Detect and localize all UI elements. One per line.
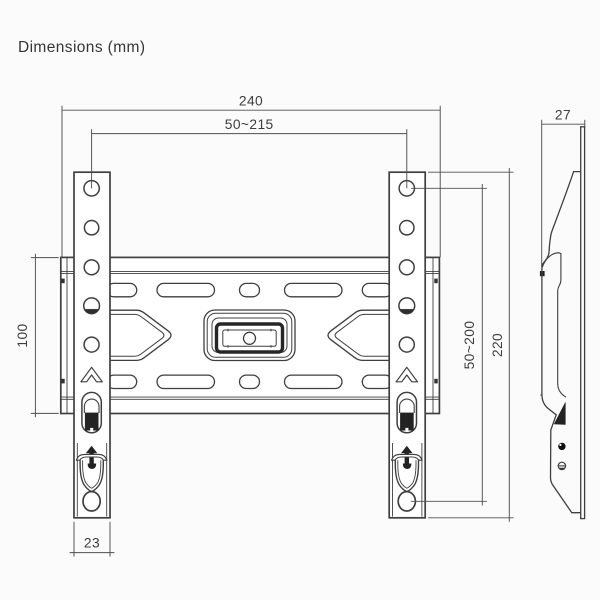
right-embossment bbox=[327, 309, 394, 362]
dim-hole-pattern-width: 50~215 bbox=[91, 117, 408, 189]
dim-overall-width: 240 bbox=[61, 93, 441, 258]
dim-hole-pattern-height: 50~200 bbox=[410, 184, 487, 506]
front-view bbox=[59, 171, 441, 519]
left-embossment bbox=[105, 309, 172, 362]
dim-overall-height: 220 bbox=[428, 168, 514, 522]
dim-label-overall-width: 240 bbox=[239, 93, 263, 108]
side-screw-top bbox=[558, 442, 566, 451]
left-arm bbox=[73, 171, 111, 519]
dim-label-depth: 27 bbox=[555, 107, 571, 122]
side-view bbox=[539, 126, 586, 520]
dim-arm-width: 23 bbox=[69, 521, 115, 557]
dim-label-plate-height: 100 bbox=[15, 323, 30, 347]
dimensions: 240 50~215 100 50~200 220 bbox=[15, 93, 586, 557]
locking-wedge bbox=[553, 401, 566, 425]
dim-plate-height: 100 bbox=[15, 253, 59, 418]
center-interface bbox=[203, 309, 296, 362]
dim-label-overall-height: 220 bbox=[490, 333, 505, 357]
dim-label-hole-pattern-height: 50~200 bbox=[462, 321, 477, 370]
right-arm bbox=[388, 171, 427, 519]
level-bubble bbox=[242, 331, 257, 345]
dim-depth: 27 bbox=[541, 107, 586, 267]
page-title: Dimensions (mm) bbox=[18, 39, 145, 56]
side-arm-profile bbox=[539, 170, 581, 514]
dim-label-arm-width: 23 bbox=[84, 536, 100, 551]
dim-label-hole-pattern-width: 50~215 bbox=[225, 117, 274, 132]
side-wall-plate bbox=[580, 126, 586, 520]
